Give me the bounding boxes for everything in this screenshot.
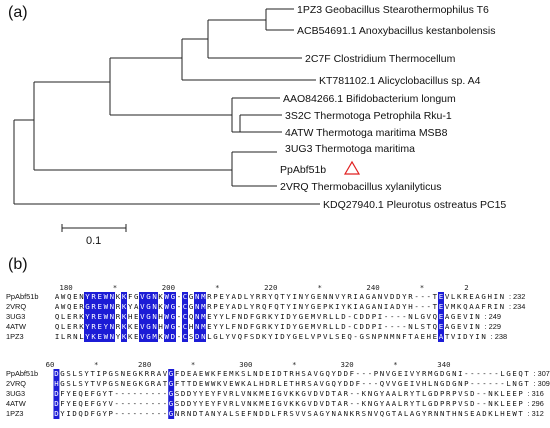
- sequence-end-position: : 312: [527, 409, 544, 418]
- taxon-label: ACB54691.1 Anoxybacillus kestanbolensis: [297, 25, 495, 37]
- sequence-end-position: : 238: [490, 332, 508, 341]
- sequence-end-position: : 316: [527, 389, 544, 398]
- sequence-end-position: : 234: [508, 302, 526, 311]
- sequence-end-position: : 229: [484, 322, 502, 331]
- sequence-name: 4ATW: [6, 322, 26, 331]
- taxon-label: PpAbf51b: [280, 164, 326, 176]
- taxon-label: 2VRQ Thermobacillus xylanilyticus: [280, 181, 441, 193]
- sequence-name: PpAbf51b: [6, 292, 39, 301]
- phylogenetic-tree: 1PZ3 Geobacillus Stearothermophilus T6 A…: [13, 4, 506, 245]
- sequence-name: 1PZ3: [6, 409, 24, 418]
- sequence-name: 4ATW: [6, 399, 26, 408]
- sequence-name: 3UG3: [6, 389, 26, 398]
- sequence-name: PpAbf51b: [6, 369, 39, 378]
- alignment-ruler: 60 * 280 * 300 * 320 * 340: [6, 360, 451, 369]
- red-triangle-marker-icon: [343, 160, 361, 175]
- tree-branches: [13, 8, 320, 232]
- panel-a-label: (a): [8, 4, 28, 21]
- sequence-end-position: : 296: [527, 399, 544, 408]
- taxon-label: KDQ27940.1 Pleurotus ostreatus PC15: [323, 199, 506, 211]
- taxon-label: KT781102.1 Alicyclobacillus sp. A4: [319, 75, 481, 87]
- sequence-end-position: : 307: [533, 369, 550, 378]
- sequence-end-position: : 249: [484, 312, 502, 321]
- alignment-ruler: 180 * 200 * 220 * 240 * 2: [6, 283, 469, 292]
- taxon-label: 2C7F Clostridium Thermocellum: [305, 53, 456, 65]
- taxon-label: 3UG3 Thermotoga maritima: [285, 143, 415, 155]
- sequence-name: 1PZ3: [6, 332, 24, 341]
- taxon-label: AAO84266.1 Bifidobacterium longum: [283, 93, 456, 105]
- panel-b-label: (b): [8, 256, 28, 273]
- sequence-end-position: : 232: [508, 292, 526, 301]
- taxon-label: 1PZ3 Geobacillus Stearothermophilus T6: [297, 4, 489, 16]
- sequence-name: 2VRQ: [6, 379, 26, 388]
- taxon-label: 4ATW Thermotoga maritima MSB8: [285, 127, 448, 139]
- sequence-name: 2VRQ: [6, 302, 27, 311]
- taxon-label: 3S2C Thermotoga Petrophila Rku-1: [285, 110, 452, 122]
- scale-bar-label: 0.1: [86, 235, 101, 245]
- sequence-end-position: : 309: [533, 379, 550, 388]
- sequence-name: 3UG3: [6, 312, 26, 321]
